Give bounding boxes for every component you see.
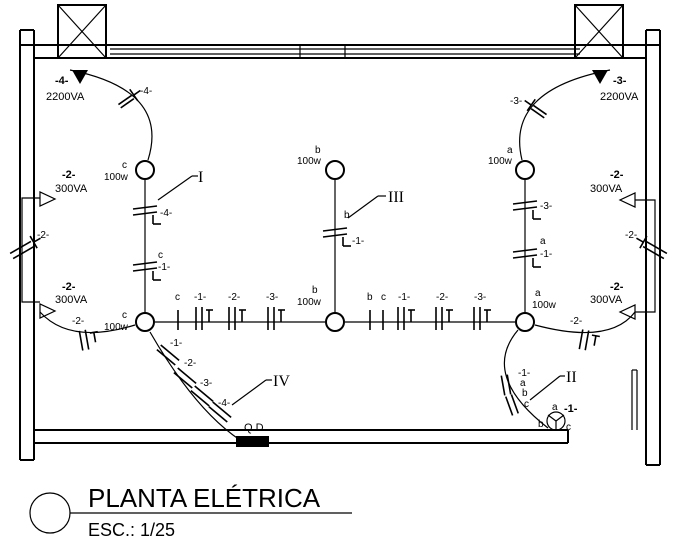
lamp-a-mid-id: a <box>535 288 541 299</box>
tag: -3- <box>266 292 278 303</box>
lamp-a-top <box>515 160 535 180</box>
tag: -4- <box>160 208 172 219</box>
switch-circuit-label: -1- <box>564 403 578 415</box>
switch-a-label: a <box>552 402 558 413</box>
outlet-300-r2-icon <box>618 304 636 320</box>
switch-3way <box>546 411 566 431</box>
tag: b <box>344 210 350 221</box>
circuit-leaders <box>157 175 565 406</box>
tag: -1- <box>352 236 364 247</box>
tag: -1- <box>398 292 410 303</box>
tag: -3- <box>510 96 522 107</box>
outlet-r1-power: 300VA <box>590 183 623 195</box>
outlet-tr-power: 2200VA <box>600 91 639 103</box>
tag: -1- <box>540 249 552 260</box>
conduits <box>21 69 656 441</box>
lamp-b-top-power: 100w <box>297 156 322 167</box>
outlet-r1-circuit: -2- <box>610 169 624 181</box>
circuit-label-i: I <box>198 169 203 186</box>
tag: -2- <box>228 292 240 303</box>
tag: -3- <box>200 378 212 389</box>
circuit-label-iv: IV <box>273 373 290 390</box>
tag: -3- <box>540 201 552 212</box>
outlet-r2-circuit: -2- <box>610 281 624 293</box>
lamp-a-mid-power: 100w <box>532 300 557 311</box>
tag: -4- <box>218 398 230 409</box>
tag: a <box>520 378 526 389</box>
wire-tags: -4- -3- -4- c -1- b -1- -3- a -1- -2- -2… <box>37 86 637 410</box>
walls <box>19 4 661 466</box>
distribution-panel-icon <box>236 436 269 447</box>
tag: -2- <box>570 316 582 327</box>
lamp-b-mid-power: 100w <box>297 297 322 308</box>
circuit-label-ii: II <box>566 369 577 386</box>
outlet-2200-left-icon <box>72 70 88 84</box>
lamp-c-mid <box>135 312 155 332</box>
tag: -1- <box>518 368 530 379</box>
tag: -1- <box>158 262 170 273</box>
outlet-tl-power: 2200VA <box>46 91 85 103</box>
lamp-c-top-power: 100w <box>104 172 129 183</box>
lamp-c-top-id: c <box>122 160 127 171</box>
switch-c-label: c <box>566 422 571 433</box>
lamp-c-mid-id: c <box>122 310 127 321</box>
tag: -2- <box>37 230 49 241</box>
outlet-l1-power: 300VA <box>55 183 88 195</box>
lamp-b-mid-id: b <box>312 285 318 296</box>
outlet-tl-circuit: -4- <box>55 75 69 87</box>
conductor-ticks <box>9 88 668 423</box>
lamp-b-top <box>325 160 345 180</box>
switch-b-label: b <box>538 419 544 430</box>
tag: -2- <box>625 230 637 241</box>
tag: b <box>522 388 528 399</box>
lamp-a-mid <box>515 312 535 332</box>
plan-title: PLANTA ELÉTRICA <box>88 483 321 513</box>
outlet-tr-circuit: -3- <box>613 75 627 87</box>
tag: -2- <box>184 358 196 369</box>
title-circle-icon <box>29 492 71 534</box>
plan-scale: ESC.: 1/25 <box>88 520 175 540</box>
outlet-300-r1-icon <box>618 192 636 208</box>
tag: c <box>524 399 529 410</box>
lamp-c-top <box>135 160 155 180</box>
outlet-l1-circuit: -2- <box>62 169 76 181</box>
outlet-300-l1-icon <box>39 191 57 207</box>
outlet-l2-circuit: -2- <box>62 281 76 293</box>
tag: -1- <box>194 292 206 303</box>
outlet-2200-right-icon <box>592 70 608 84</box>
tag: c <box>158 250 163 261</box>
tag: -2- <box>72 316 84 327</box>
tag: c <box>381 292 386 303</box>
outlet-300-l2-icon <box>39 303 57 319</box>
tag: -3- <box>474 292 486 303</box>
tag: b <box>367 292 373 303</box>
lamp-b-mid <box>325 312 345 332</box>
outlet-l2-power: 300VA <box>55 294 88 306</box>
outlet-r2-power: 300VA <box>590 294 623 306</box>
tag: -4- <box>140 86 152 97</box>
tag: -1- <box>170 338 182 349</box>
lamp-c-mid-power: 100w <box>104 322 129 333</box>
tag: -2- <box>436 292 448 303</box>
circuit-label-iii: III <box>388 189 404 206</box>
lamp-a-top-power: 100w <box>488 156 513 167</box>
outlets <box>39 70 636 320</box>
lamp-b-top-id: b <box>315 145 321 156</box>
tag: a <box>540 236 546 247</box>
panel-label: Q.D. <box>244 422 267 434</box>
lamps <box>135 160 535 332</box>
lamp-a-top-id: a <box>507 145 513 156</box>
tag: c <box>175 292 180 303</box>
